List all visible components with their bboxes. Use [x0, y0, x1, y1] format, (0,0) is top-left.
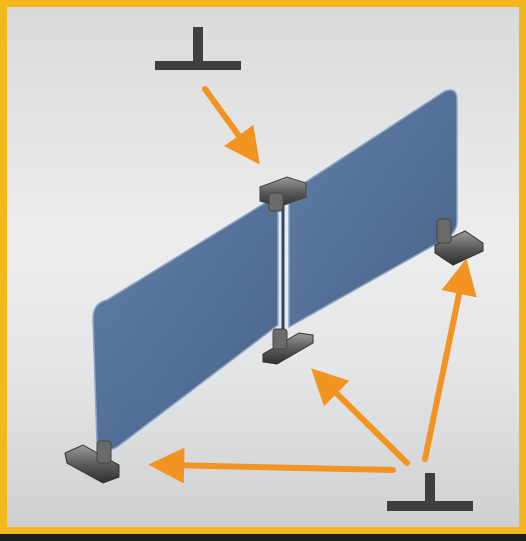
arrow-to-center-foot	[311, 368, 410, 466]
divider-illustration	[64, 27, 484, 511]
glass-panel-right	[288, 89, 458, 329]
right-foot-icon	[434, 218, 484, 266]
top-t-connector-icon	[259, 176, 307, 212]
t-symbol-bottom-icon	[387, 473, 473, 511]
arrow-to-top-connector	[202, 86, 260, 165]
arrow-to-left-foot	[148, 447, 396, 484]
t-symbol-top-icon	[155, 27, 241, 70]
center-foot-icon	[262, 328, 314, 365]
arrow-to-right-foot	[422, 258, 477, 462]
left-foot-icon	[64, 440, 120, 484]
glass-panel-left	[92, 193, 279, 451]
